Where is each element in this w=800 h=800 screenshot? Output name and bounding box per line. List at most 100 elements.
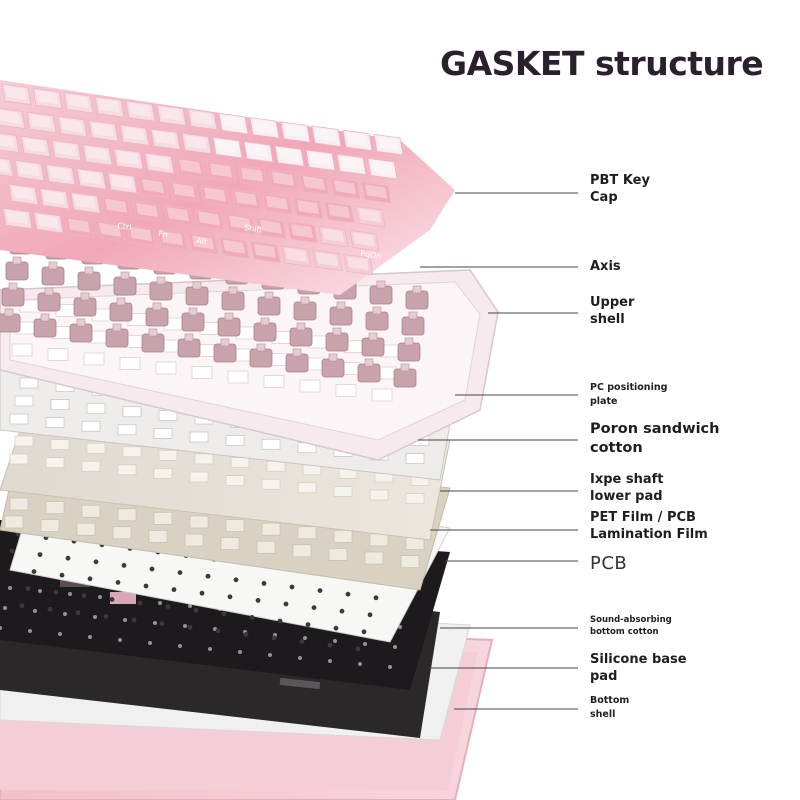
film-dot — [271, 635, 277, 641]
keycap — [367, 157, 398, 180]
keycap — [342, 129, 373, 152]
keycap — [256, 217, 287, 239]
keycap — [45, 163, 76, 186]
switch — [249, 343, 273, 368]
keycap — [312, 249, 343, 272]
pcb-component — [183, 624, 187, 628]
keycap — [268, 169, 299, 191]
keycap — [64, 216, 95, 238]
film-dot — [227, 594, 233, 600]
switch — [405, 285, 429, 310]
film-dot — [93, 559, 99, 565]
poron-cutout — [333, 486, 353, 497]
keycap — [169, 180, 200, 203]
keycap — [311, 125, 342, 147]
film-dot — [345, 591, 351, 597]
keycap-legend: Ctrl — [117, 221, 132, 232]
keycap — [299, 173, 330, 195]
pcb-component — [333, 639, 337, 643]
switch — [325, 327, 349, 352]
film-dot — [327, 642, 333, 648]
film-dot — [339, 608, 345, 614]
ixpe-cutout — [184, 533, 204, 547]
switch — [401, 311, 425, 336]
switch — [253, 317, 277, 342]
switch — [217, 312, 241, 337]
ixpe-cutout — [261, 522, 281, 536]
pcb-component — [388, 665, 392, 669]
keycap — [144, 152, 175, 174]
keycap — [225, 213, 256, 235]
pcb-component — [363, 642, 367, 646]
plate-cutout — [189, 431, 209, 443]
shell-cutout — [155, 361, 177, 375]
switch — [369, 280, 393, 305]
film-dot — [121, 563, 127, 568]
switch — [0, 308, 21, 333]
film-dot — [159, 621, 165, 626]
pcb-component — [398, 625, 402, 629]
keycap — [188, 232, 219, 255]
switch — [357, 358, 381, 383]
label-sound-cotton: Sound-absorbing bottom cotton — [590, 615, 672, 638]
plate-cutout — [9, 413, 29, 425]
film-dot — [255, 598, 261, 603]
shell-cutout — [191, 366, 213, 379]
film-dot — [299, 639, 305, 644]
film-dot — [305, 622, 311, 627]
keycap — [262, 193, 293, 215]
film-dot — [59, 572, 65, 578]
film-dot — [249, 615, 255, 620]
ixpe-cutout — [9, 497, 29, 511]
film-dot — [199, 590, 205, 596]
switch — [105, 323, 129, 348]
film-dot — [317, 588, 323, 593]
film-dot — [81, 593, 87, 599]
keycap — [26, 111, 57, 134]
keycap — [163, 204, 194, 227]
film-dot — [165, 604, 171, 609]
keycap-legend: Alt — [196, 236, 208, 246]
ixpe-cutout — [40, 519, 60, 532]
keycap — [88, 120, 119, 142]
switch — [177, 333, 201, 358]
poron-cutout — [405, 493, 425, 504]
poron-cutout — [14, 435, 34, 447]
film-dot — [373, 595, 379, 601]
film-dot — [75, 610, 81, 616]
film-dot — [115, 580, 121, 585]
plate-cutout — [19, 377, 39, 389]
pcb-component — [28, 629, 32, 633]
label-pet-film: PET Film / PCB Lamination Film — [590, 510, 708, 542]
switch — [141, 328, 165, 353]
keycap — [187, 108, 218, 131]
poron-cutout — [230, 457, 250, 468]
film-dot — [355, 646, 361, 652]
pcb-component — [188, 604, 192, 608]
keycap — [274, 145, 305, 167]
switch — [69, 318, 93, 343]
keycap — [231, 189, 262, 211]
film-dot — [143, 583, 149, 589]
poron-cutout — [9, 453, 29, 465]
keycap — [107, 172, 138, 194]
switch — [365, 306, 389, 331]
pcb-component — [298, 656, 302, 660]
switch — [257, 291, 281, 316]
film-dot — [9, 548, 15, 554]
shell-cutout — [11, 343, 33, 357]
ixpe-cutout — [220, 537, 240, 550]
label-pcb: PCB — [590, 553, 628, 574]
keycap — [243, 141, 274, 163]
keycap — [95, 220, 126, 242]
keycap — [287, 221, 318, 243]
film-dot — [221, 611, 227, 617]
poron-cutout — [117, 464, 137, 476]
pcb-component — [58, 632, 62, 636]
keycap — [324, 201, 355, 224]
pcb-component — [178, 644, 182, 648]
pcb-component — [303, 636, 307, 640]
film-dot — [333, 625, 339, 631]
